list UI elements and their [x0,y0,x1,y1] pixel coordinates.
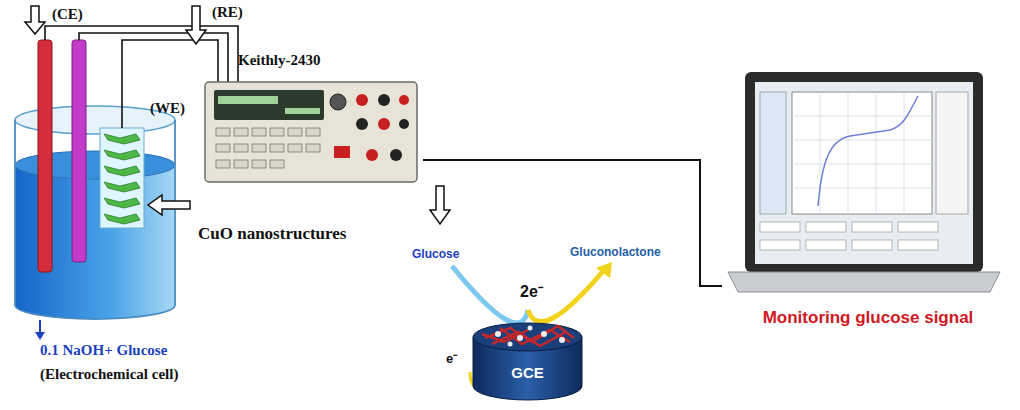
laptop-base [728,272,1000,292]
working-electrode [100,128,144,228]
pointer-arrow [39,320,41,334]
hollow-arrow [25,6,450,224]
glucose-curve [818,96,918,206]
arrowhead [596,262,612,278]
node-text: Monitoring glucose signal [722,308,1014,328]
chart-area [792,92,932,214]
counter-electrode [38,40,52,272]
electrode-label: (WE) [150,100,185,117]
cell-label: (Electrochemical cell) [40,366,178,383]
product-label: Gluconolactone [570,246,661,260]
meter-readout [285,108,320,114]
laptop-screen [755,82,973,264]
node-text: Keithly-2430 [238,52,321,69]
electron-label: 2e⁻ [520,283,543,301]
cuo-nanostructure [104,134,140,224]
reference-electrode [72,40,86,262]
pointer-arrow [35,332,45,340]
electron-label: e⁻ [446,352,457,367]
reactant-label: Glucose [412,248,459,262]
meter-buttons [216,128,320,168]
electrolyte-label: 0.1 NaOH+ Glucose [40,342,167,359]
part-label: CuO nanostructures [198,224,346,244]
meter-terminals [334,94,409,161]
gce-electrode: GCE [470,320,585,405]
chart-axis-panel [760,92,786,214]
electrode-label: (CE) [52,6,83,23]
electrode-disc [470,320,585,405]
signal-cable [423,160,722,286]
meter-readout [218,96,278,104]
chart-grid [792,92,932,214]
meter-display [214,90,324,120]
sourcemeter: Keithly-2430 [198,50,423,188]
chart-side-panel [936,92,968,214]
input-fields [760,222,938,250]
sourcemeter-body [205,82,417,182]
node-text: GCE [470,364,585,381]
laptop-bezel [745,72,983,272]
electrode-label: (RE) [212,4,243,21]
meter-knob [330,94,346,110]
electron-transfer-arrow [452,266,528,323]
laptop-monitor: Monitoring glucose signal [722,68,1014,343]
